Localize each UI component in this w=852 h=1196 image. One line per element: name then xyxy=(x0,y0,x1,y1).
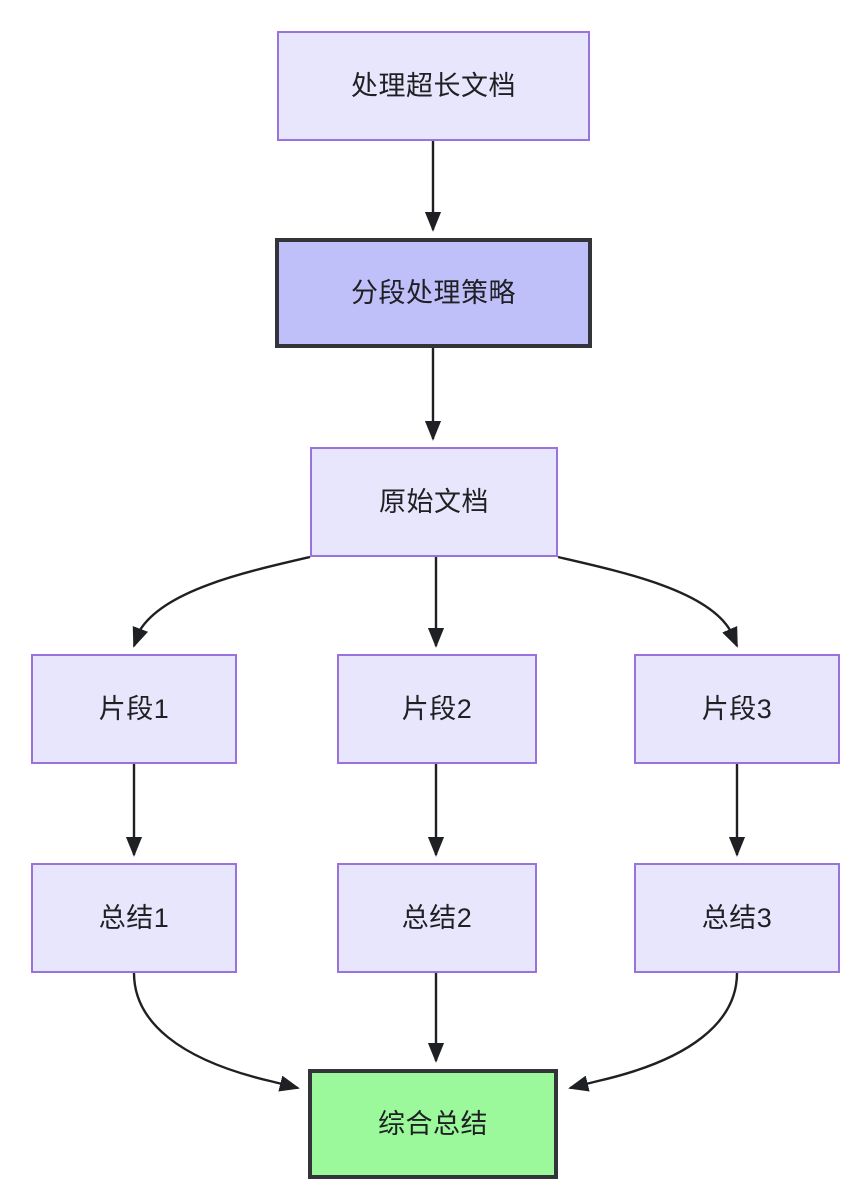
edge-n3-n4 xyxy=(132,555,311,648)
node-fragment-3[interactable]: 片段3 xyxy=(634,654,840,764)
node-fragment-1[interactable]: 片段1 xyxy=(31,654,237,764)
node-label: 片段1 xyxy=(98,693,170,724)
node-process-long-document[interactable]: 处理超长文档 xyxy=(277,31,590,141)
edge-n9-n10 xyxy=(568,972,739,1092)
node-label: 片段3 xyxy=(701,693,773,724)
node-label: 片段2 xyxy=(401,693,473,724)
node-label: 分段处理策略 xyxy=(351,277,516,308)
node-label: 原始文档 xyxy=(379,486,489,517)
node-original-document[interactable]: 原始文档 xyxy=(310,447,558,557)
node-fragment-2[interactable]: 片段2 xyxy=(337,654,537,764)
node-label: 总结3 xyxy=(701,902,773,933)
node-summary-1[interactable]: 总结1 xyxy=(31,863,237,973)
node-summary-3[interactable]: 总结3 xyxy=(634,863,840,973)
node-label: 总结1 xyxy=(98,902,170,933)
node-label: 总结2 xyxy=(401,902,473,933)
node-summary-2[interactable]: 总结2 xyxy=(337,863,537,973)
edge-n3-n6 xyxy=(557,555,739,648)
node-label: 处理超长文档 xyxy=(351,70,516,101)
edge-n7-n10 xyxy=(132,972,300,1092)
node-combined-summary[interactable]: 综合总结 xyxy=(308,1069,558,1179)
node-chunking-strategy[interactable]: 分段处理策略 xyxy=(275,238,592,348)
node-label: 综合总结 xyxy=(378,1108,488,1139)
